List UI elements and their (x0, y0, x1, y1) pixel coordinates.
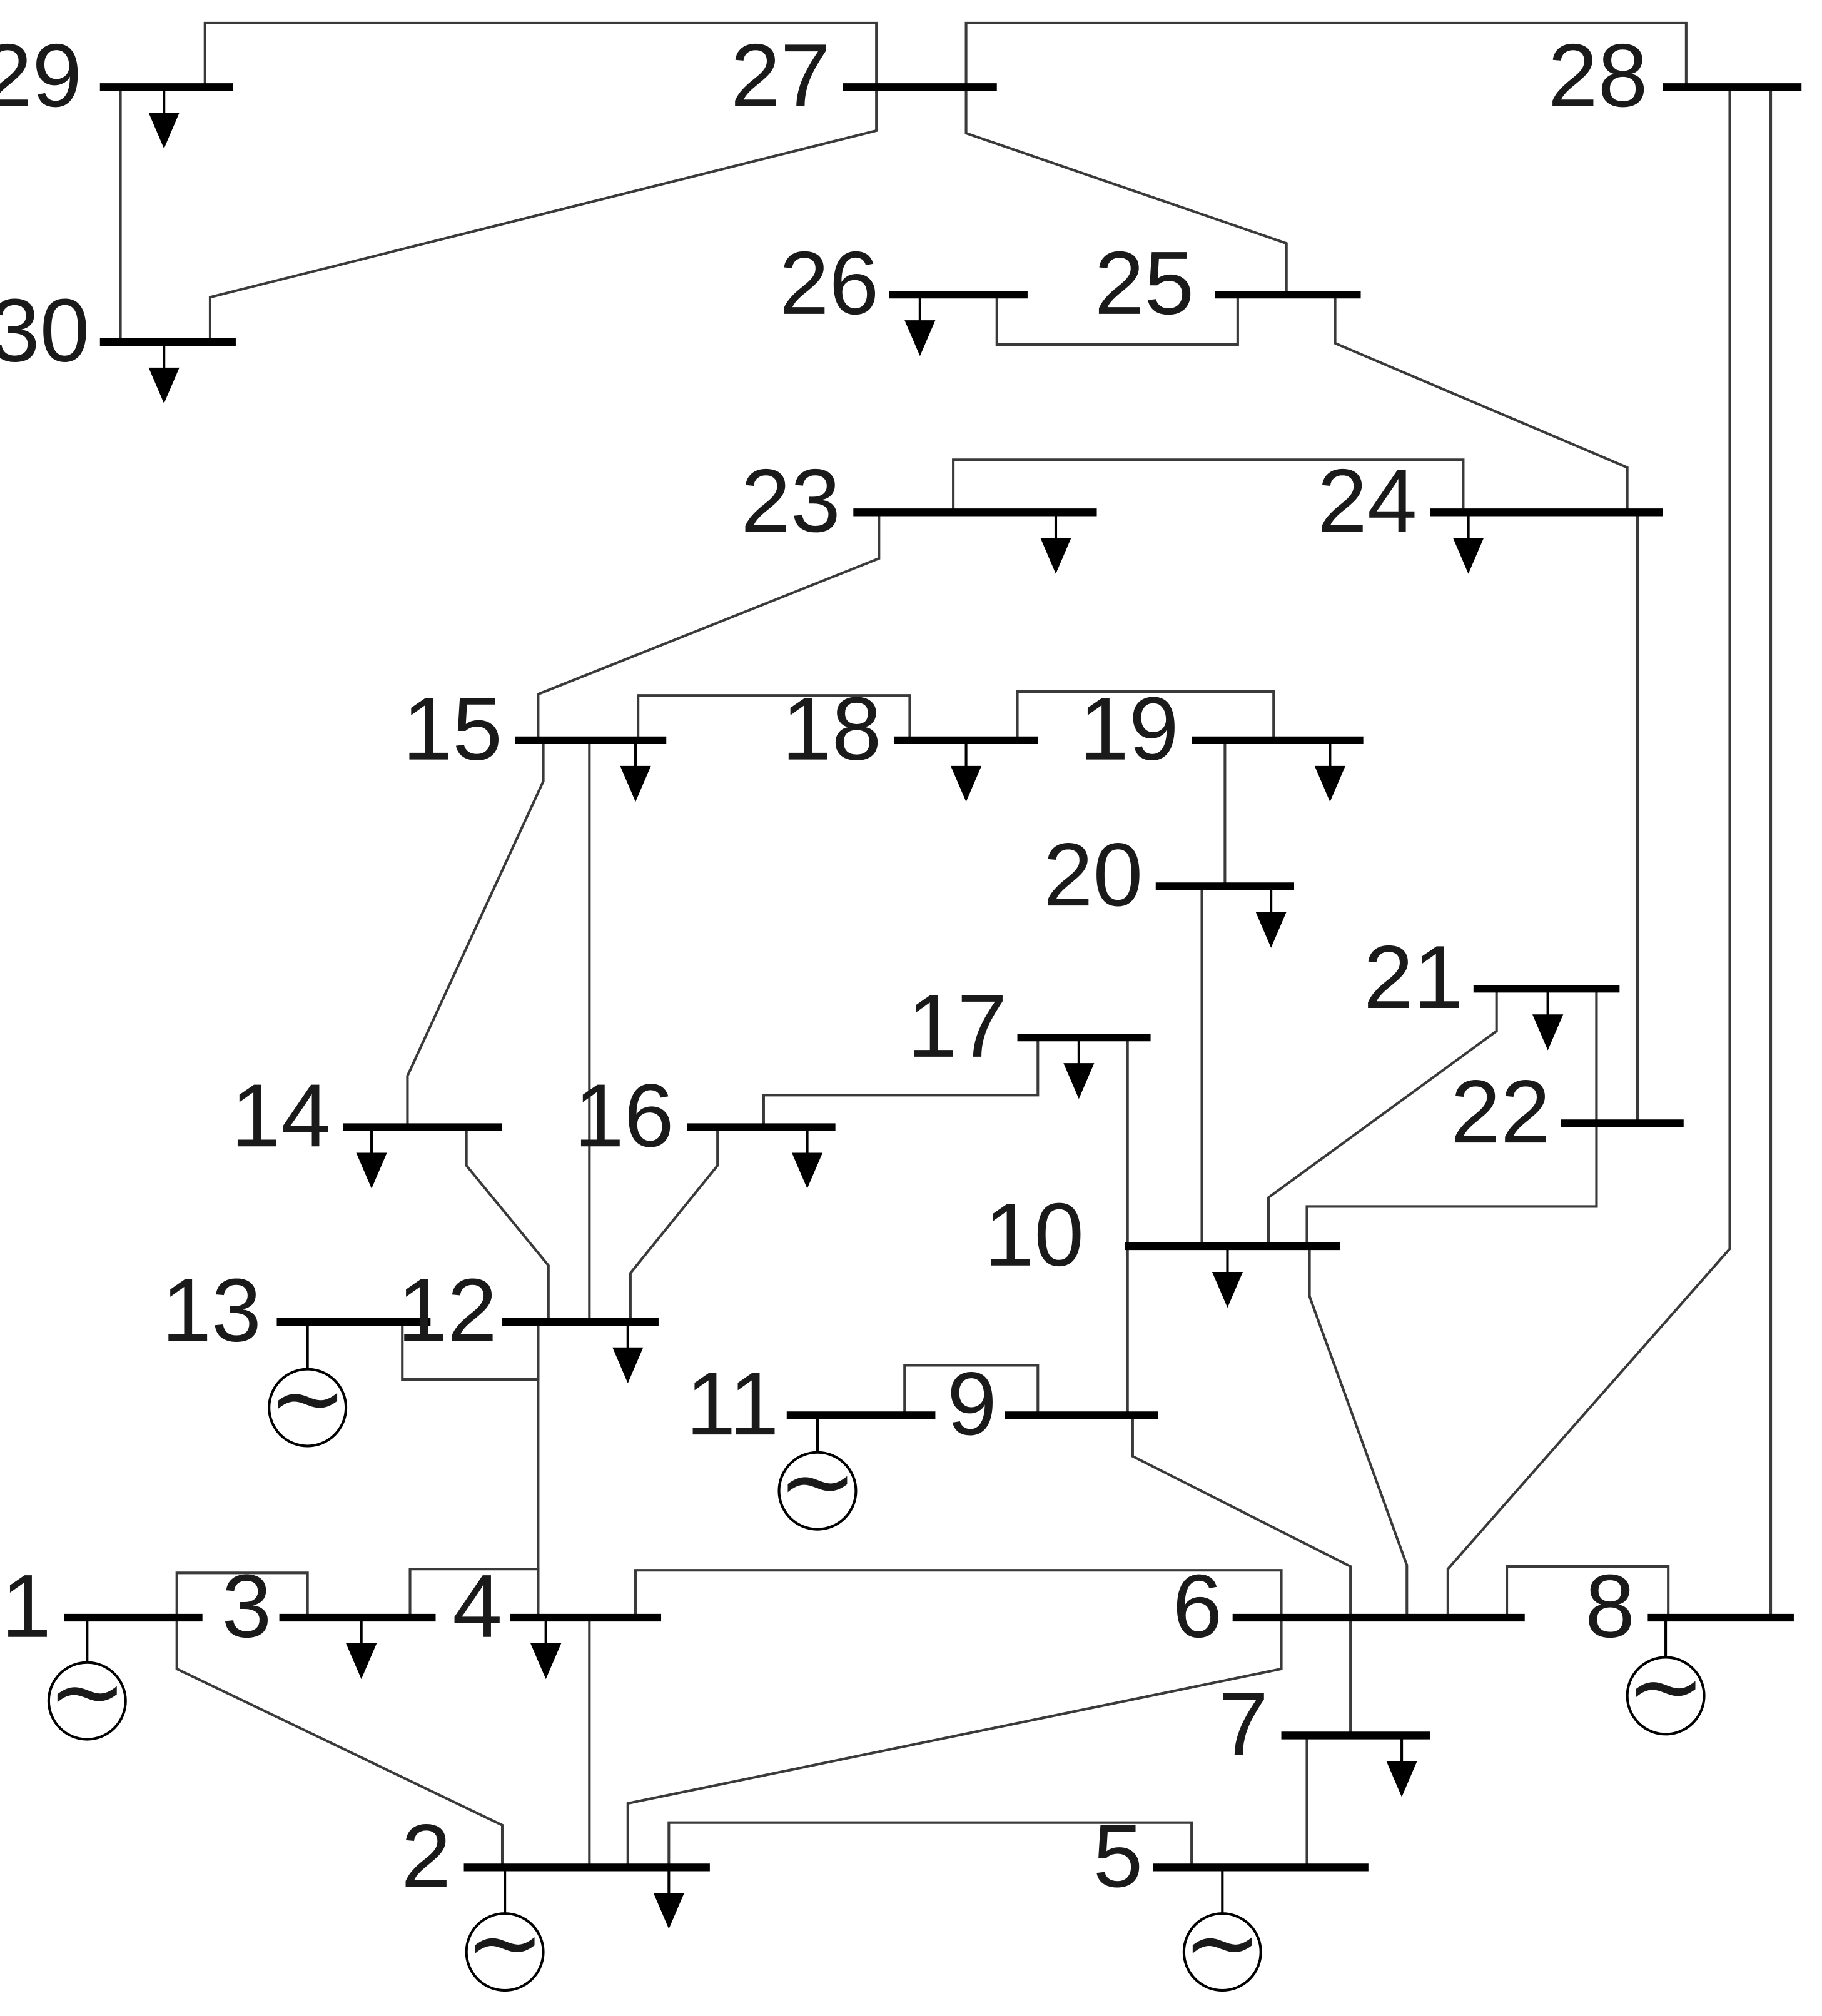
line-15-18 (637, 694, 911, 740)
bus-8-label: 8 (1585, 1556, 1635, 1656)
generator-symbol: ~ (268, 1343, 347, 1453)
line-1-2 (175, 1617, 504, 1868)
bus-3-load-arrow (346, 1617, 377, 1680)
line-18-19 (1016, 690, 1275, 740)
bus-24-label: 24 (1317, 451, 1417, 551)
line-12-16 (629, 1127, 719, 1322)
line-27-29 (203, 21, 878, 88)
line-16-17 (762, 1037, 1040, 1127)
bus-1-label: 1 (1, 1556, 51, 1656)
line-12-14 (465, 1127, 550, 1322)
line-25-27 (964, 87, 1288, 295)
bus-19-load-arrow (1314, 740, 1345, 802)
bus-26-label: 26 (779, 233, 879, 333)
bus-2-load-arrow (653, 1867, 684, 1929)
line-12-13 (401, 1321, 540, 1381)
bus-29-label: 29 (0, 26, 82, 126)
generator-symbol: ~ (1626, 1631, 1706, 1741)
bus-17-load-arrow (1063, 1037, 1095, 1099)
bus-4-load-arrow (530, 1617, 562, 1680)
bus-4-label: 4 (452, 1556, 502, 1656)
generator-symbol: ~ (777, 1426, 857, 1536)
bus-20-label: 20 (1043, 825, 1143, 925)
generator-symbol: ~ (465, 1887, 545, 1997)
line-2-5 (667, 1821, 1193, 1868)
bus-11-label: 11 (686, 1354, 779, 1454)
bus-19-label: 19 (1079, 679, 1178, 779)
bus-23-label: 23 (741, 451, 840, 551)
bus-29-load-arrow (148, 87, 180, 149)
bus-13-generator-icon: ~ (268, 1321, 347, 1453)
bus-2-label: 2 (401, 1806, 451, 1906)
line-6-10 (1308, 1246, 1409, 1618)
line-1-3 (175, 1571, 309, 1618)
bus-5-generator-icon: ~ (1183, 1867, 1262, 1997)
generator-symbol: ~ (48, 1636, 127, 1746)
bus-30-load-arrow (148, 341, 180, 404)
bus-10-load-arrow (1212, 1246, 1243, 1308)
bus-22-label: 22 (1450, 1062, 1550, 1162)
line-15-23 (537, 512, 881, 740)
line-2-6 (626, 1617, 1283, 1868)
line-4-6 (634, 1569, 1283, 1618)
bus-28-label: 28 (1548, 26, 1647, 126)
bus-24-load-arrow (1453, 512, 1484, 574)
bus-8-generator-icon: ~ (1626, 1617, 1706, 1741)
bus-16-load-arrow (791, 1127, 823, 1189)
bus-15-load-arrow (620, 740, 651, 802)
bus-16-label: 16 (574, 1066, 674, 1166)
bus-18-label: 18 (782, 679, 881, 779)
bus-21-label: 21 (1364, 927, 1463, 1027)
line-14-15 (406, 740, 545, 1127)
bus-17-label: 17 (908, 976, 1007, 1076)
bus-18-load-arrow (951, 740, 982, 802)
bus-7-load-arrow (1386, 1735, 1417, 1797)
bus-27-label: 27 (731, 26, 830, 126)
bus-30-label: 30 (0, 281, 89, 381)
bus-2-generator-icon: ~ (465, 1867, 545, 1997)
line-9-11 (903, 1364, 1040, 1416)
bus-11-generator-icon: ~ (777, 1415, 857, 1536)
line-25-26 (995, 295, 1239, 346)
bus-12-load-arrow (612, 1321, 644, 1384)
bus-14-load-arrow (356, 1127, 387, 1189)
bus-5-label: 5 (1093, 1806, 1143, 1906)
bus-21-load-arrow (1532, 989, 1564, 1051)
bus-13-label: 13 (161, 1261, 261, 1361)
bus-23-load-arrow (1040, 512, 1071, 574)
bus-25-label: 25 (1095, 233, 1194, 333)
bus-1-generator-icon: ~ (48, 1617, 127, 1746)
line-6-9 (1131, 1415, 1352, 1618)
bus-20-load-arrow (1255, 886, 1287, 948)
bus-14-label: 14 (231, 1066, 330, 1166)
line-28-27 (964, 21, 1688, 88)
bus-7-label: 7 (1218, 1674, 1268, 1774)
line-24-25 (1334, 295, 1629, 513)
line-6-8 (1506, 1565, 1670, 1618)
line-10-21 (1267, 989, 1498, 1246)
generator-symbol: ~ (1183, 1887, 1262, 1997)
bus-12-label: 12 (397, 1261, 497, 1361)
bus-10-label: 10 (984, 1185, 1084, 1285)
bus-15-label: 15 (403, 679, 502, 779)
line-27-30 (208, 87, 878, 342)
bus-26-load-arrow (904, 295, 936, 356)
bus-3-label: 3 (222, 1556, 272, 1656)
bus-9-label: 9 (947, 1354, 997, 1454)
line-6-28 (1446, 87, 1731, 1618)
line-23-24 (952, 458, 1465, 513)
bus-6-label: 6 (1173, 1556, 1223, 1656)
